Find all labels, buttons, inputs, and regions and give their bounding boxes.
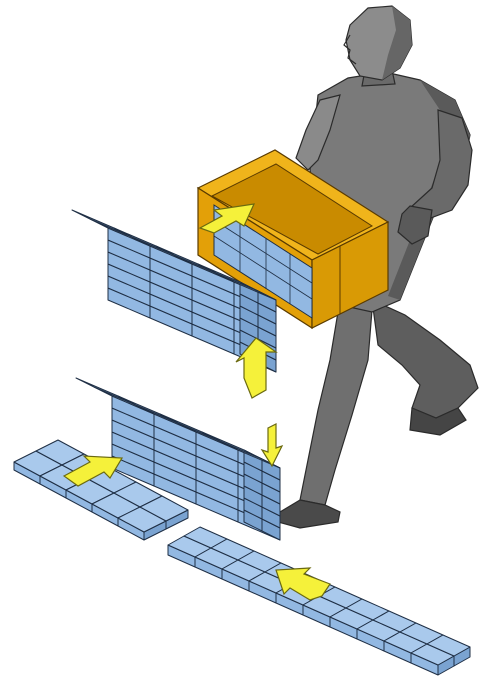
worker-head-shade	[382, 6, 412, 80]
worker-back-foot	[409, 407, 467, 436]
worker-right-arm	[409, 109, 473, 223]
carton-contents	[213, 204, 313, 319]
worker-right-hand	[397, 205, 433, 245]
arrow-up-lift	[235, 337, 278, 399]
arrow-down-into-stack	[260, 423, 284, 468]
worker-face-profile	[343, 34, 357, 65]
carton-interior	[210, 163, 373, 255]
arrow-into-carton	[198, 203, 256, 234]
worker-back-leg	[371, 299, 479, 419]
package-top	[197, 263, 259, 292]
outfeed-conveyor-bottom	[167, 526, 471, 676]
worker-front-foot	[277, 499, 341, 529]
worker-front-leg	[299, 299, 373, 506]
arrow-into-stack	[62, 455, 124, 487]
arrow-along-outfeed	[275, 567, 331, 601]
package-top	[139, 495, 189, 522]
worker-left-arm	[295, 94, 341, 171]
package-top	[426, 634, 471, 657]
upper-package-stack	[71, 209, 277, 373]
flow-arrows	[62, 203, 331, 601]
lower-package-stack	[75, 377, 281, 541]
package-top	[201, 431, 263, 460]
